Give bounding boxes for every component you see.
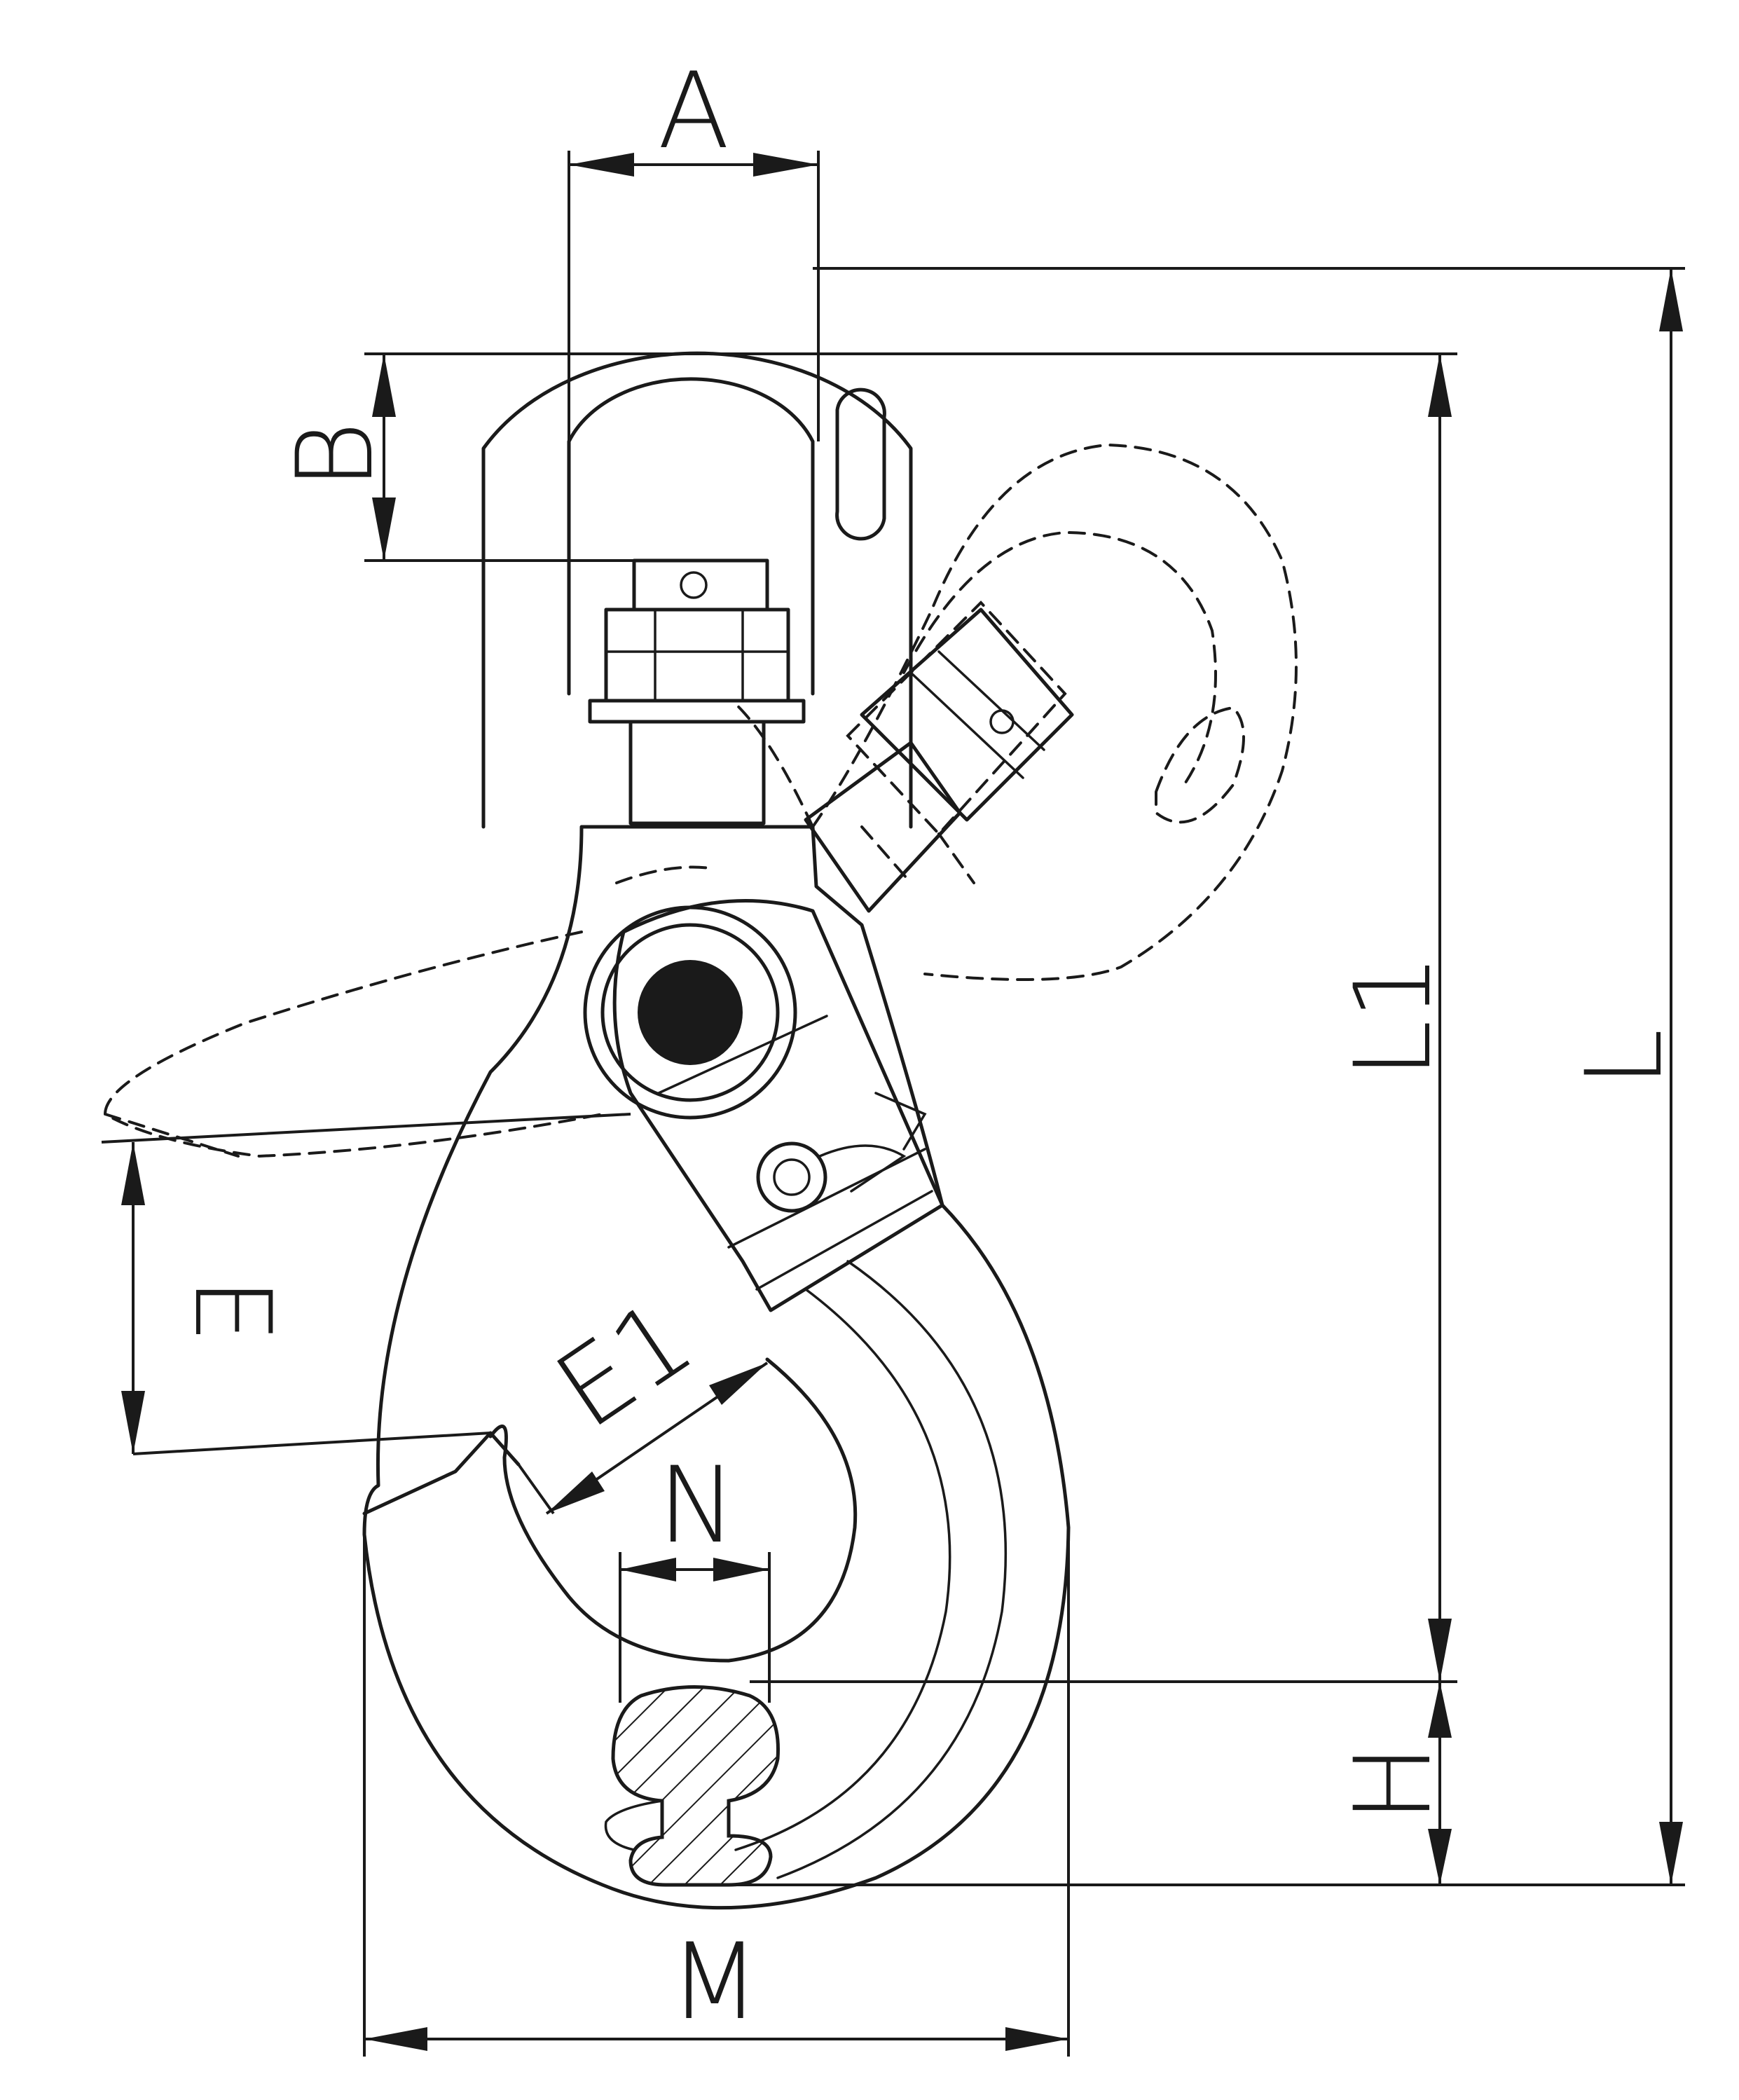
hook-section	[604, 1685, 780, 1887]
dimension-label-e: E	[171, 1277, 293, 1344]
phantom-rotated-nut	[804, 608, 1074, 913]
dimension-label-n: N	[658, 1445, 736, 1567]
dimension-m: M	[363, 1528, 1070, 2057]
dimension-label-l: L	[1564, 1029, 1686, 1087]
dimension-label-a: A	[658, 50, 730, 172]
dimension-e: E	[101, 1113, 631, 1455]
dimension-label-b: B	[275, 421, 397, 490]
dimension-label-l1: L1	[1333, 953, 1455, 1078]
dimension-l: L	[813, 267, 1686, 1885]
swivel-nut	[588, 558, 806, 825]
dimension-label-h: H	[1333, 1744, 1455, 1823]
dimension-h: H	[701, 1680, 1685, 1886]
dimension-label-e1: E1	[535, 1277, 714, 1453]
dimension-b: B	[275, 352, 1457, 562]
phantom-open-latch	[103, 865, 716, 1158]
dimension-a: A	[568, 50, 820, 441]
dimension-l1: L1	[1333, 354, 1455, 1682]
pivot-pin	[583, 905, 797, 1120]
hook-body	[362, 825, 1071, 1910]
phantom-rotated-swivel	[731, 443, 1298, 981]
spring-pin	[756, 1092, 927, 1213]
dimension-label-m: M	[669, 1921, 759, 2043]
swivel-eye	[481, 351, 913, 829]
dimension-n: N	[619, 1445, 771, 1703]
